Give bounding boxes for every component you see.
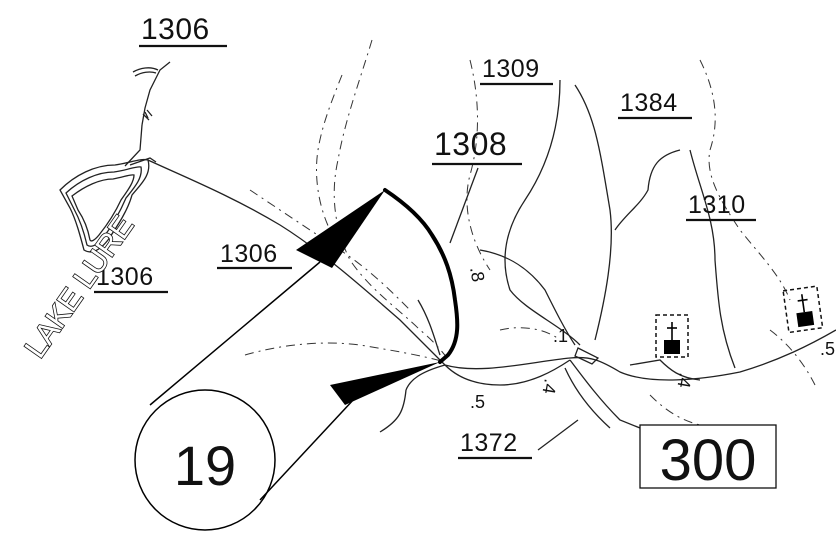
church-icon — [782, 285, 824, 334]
distance-label: .1 — [553, 326, 568, 346]
arrow-upper-icon — [296, 190, 385, 268]
road-label-1306-top: 1306 — [139, 13, 227, 48]
church-icon — [655, 314, 689, 358]
svg-text:1306: 1306 — [220, 240, 278, 268]
svg-text:1308: 1308 — [434, 126, 507, 162]
svg-text:1310: 1310 — [688, 191, 746, 219]
road-label-1310: 1310 — [686, 191, 756, 222]
route-callout: 19 — [134, 190, 440, 531]
distance-label: .5 — [470, 392, 485, 412]
road-label-1308: 1308 — [432, 126, 522, 244]
highway-number: 300 — [660, 428, 757, 493]
route-number: 19 — [174, 434, 236, 497]
svg-text:1384: 1384 — [620, 89, 678, 117]
road-label-1306-left: 1306 — [217, 240, 292, 270]
road-label-1306-bottom: 1306 — [94, 263, 168, 294]
road-network — [147, 79, 836, 433]
distance-label: .5 — [820, 339, 835, 359]
distance-label: .8 — [466, 265, 488, 283]
road-label-1372: 1372 — [458, 419, 579, 460]
svg-text:1372: 1372 — [460, 429, 518, 457]
svg-text:1306: 1306 — [141, 13, 210, 46]
road-label-1384: 1384 — [618, 89, 692, 120]
road-label-1309: 1309 — [480, 55, 553, 86]
arrow-lower-icon — [330, 362, 440, 405]
project-segment — [383, 188, 460, 364]
svg-text:1309: 1309 — [482, 55, 540, 83]
distance-label: .4 — [673, 371, 695, 389]
lake-shoreline — [59, 61, 171, 253]
distance-label: .4 — [538, 377, 560, 395]
svg-text:1306: 1306 — [96, 263, 154, 291]
highway-shield-300: 300 — [639, 424, 777, 493]
junction-mark — [574, 347, 600, 365]
